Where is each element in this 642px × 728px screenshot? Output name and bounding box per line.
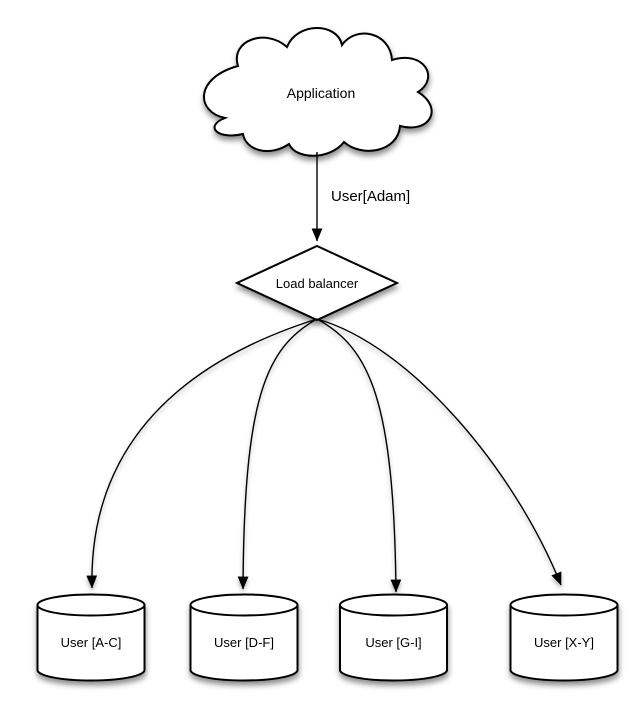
arrow-to-shard-a-c (86, 318, 318, 589)
cylinder-body (36, 605, 146, 682)
diamond-icon (234, 244, 400, 322)
shard-label-g-i: User [G-I] (365, 635, 421, 650)
shard-label-d-f: User [D-F] (214, 635, 274, 650)
arrow-to-shard-d-f (237, 318, 318, 590)
database-cylinder-d-f: User [D-F] (189, 593, 299, 682)
cylinder-body (189, 605, 299, 682)
request-arrow-label: User[Adam] (331, 188, 410, 205)
arrow-to-shard-g-i (316, 318, 402, 593)
cylinder-body (509, 605, 619, 682)
shard-label-a-c: User [A-C] (61, 635, 122, 650)
application-cloud: Application (202, 27, 433, 157)
shard-arrows (86, 318, 562, 593)
load-balancer-label: Load balancer (276, 276, 359, 291)
application-label: Application (287, 85, 356, 101)
database-cylinder-a-c: User [A-C] (36, 593, 146, 682)
database-cylinder-g-i: User [G-I] (339, 593, 448, 682)
cylinder-top (509, 593, 619, 617)
arrow-to-shard-x-y (316, 318, 562, 586)
cylinder-body (339, 605, 448, 682)
cylinder-top (36, 593, 146, 617)
shard-label-x-y: User [X-Y] (534, 635, 594, 650)
cylinder-top (339, 593, 448, 617)
database-cylinder-x-y: User [X-Y] (509, 593, 619, 682)
cloud-icon (202, 27, 433, 157)
load-balancer-node: Load balancer (234, 244, 400, 322)
cylinder-top (189, 593, 299, 617)
